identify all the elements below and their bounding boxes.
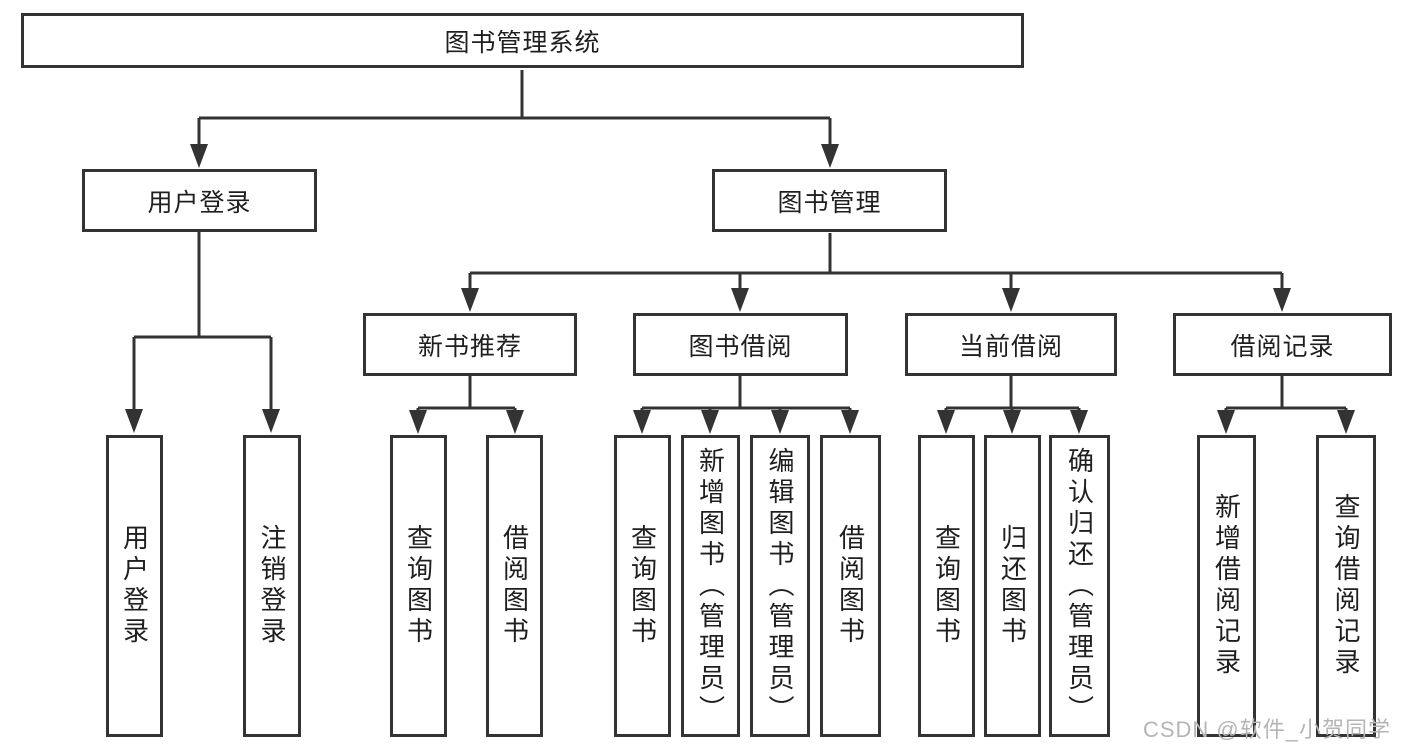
- node-new-books: 新书推荐: [363, 313, 577, 376]
- node-leaf-add-borrow-record: 新增借阅记录: [1197, 435, 1256, 737]
- node-leaf-query-books-current: 查询图书: [918, 435, 975, 737]
- connector-root: [190, 70, 839, 168]
- node-leaf-edit-books-admin: 编辑图书（管理员）: [750, 435, 810, 737]
- node-leaf-query-books-borrow: 查询图书: [614, 435, 671, 737]
- node-leaf-logout: 注销登录: [243, 435, 301, 737]
- connector-book-mgmt: [461, 233, 1291, 312]
- node-leaf-return-books: 归还图书: [984, 435, 1041, 737]
- node-leaf-borrow-books: 借阅图书: [820, 435, 881, 737]
- node-leaf-borrow-books-recommend: 借阅图书: [486, 435, 543, 737]
- node-leaf-add-books-admin: 新增图书（管理员）: [681, 435, 740, 737]
- watermark: CSDN @软件_小贺同学: [1142, 717, 1391, 742]
- node-current-borrow: 当前借阅: [905, 313, 1117, 376]
- node-leaf-query-books-recommend: 查询图书: [390, 435, 447, 737]
- node-leaf-confirm-return-admin: 确认归还（管理员）: [1049, 435, 1110, 737]
- node-book-borrow: 图书借阅: [633, 313, 848, 376]
- node-user-login: 用户登录: [82, 169, 317, 232]
- connector-borrow-records: [1217, 376, 1355, 434]
- node-borrow-records: 借阅记录: [1173, 313, 1392, 376]
- connector-book-borrow: [633, 376, 859, 434]
- node-leaf-query-borrow-record: 查询借阅记录: [1316, 435, 1376, 737]
- connector-new-books: [409, 376, 524, 434]
- node-leaf-user-login: 用户登录: [106, 435, 163, 737]
- node-root: 图书管理系统: [21, 13, 1024, 68]
- connector-user-login: [125, 232, 280, 433]
- node-book-mgmt: 图书管理: [712, 169, 947, 232]
- connector-current-borrow: [937, 376, 1088, 434]
